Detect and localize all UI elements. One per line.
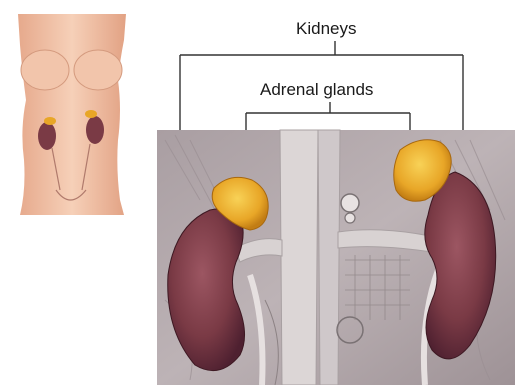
mini-left-kidney	[38, 122, 56, 150]
left-breast	[21, 50, 69, 90]
right-breast	[74, 50, 122, 90]
kidneys-label: Kidneys	[296, 19, 356, 39]
mini-left-adrenal	[44, 117, 56, 125]
vessel-cross-section-2	[345, 213, 355, 223]
torso-thumbnail	[18, 14, 126, 215]
aorta	[280, 130, 318, 385]
vessel-cross-section-1	[341, 194, 359, 212]
mini-right-kidney	[86, 116, 104, 144]
torso-body	[18, 14, 126, 215]
adrenal-glands-label: Adrenal glands	[260, 80, 373, 100]
vena-cava	[318, 130, 340, 385]
anatomy-closeup	[157, 130, 515, 385]
mini-right-adrenal	[85, 110, 97, 118]
